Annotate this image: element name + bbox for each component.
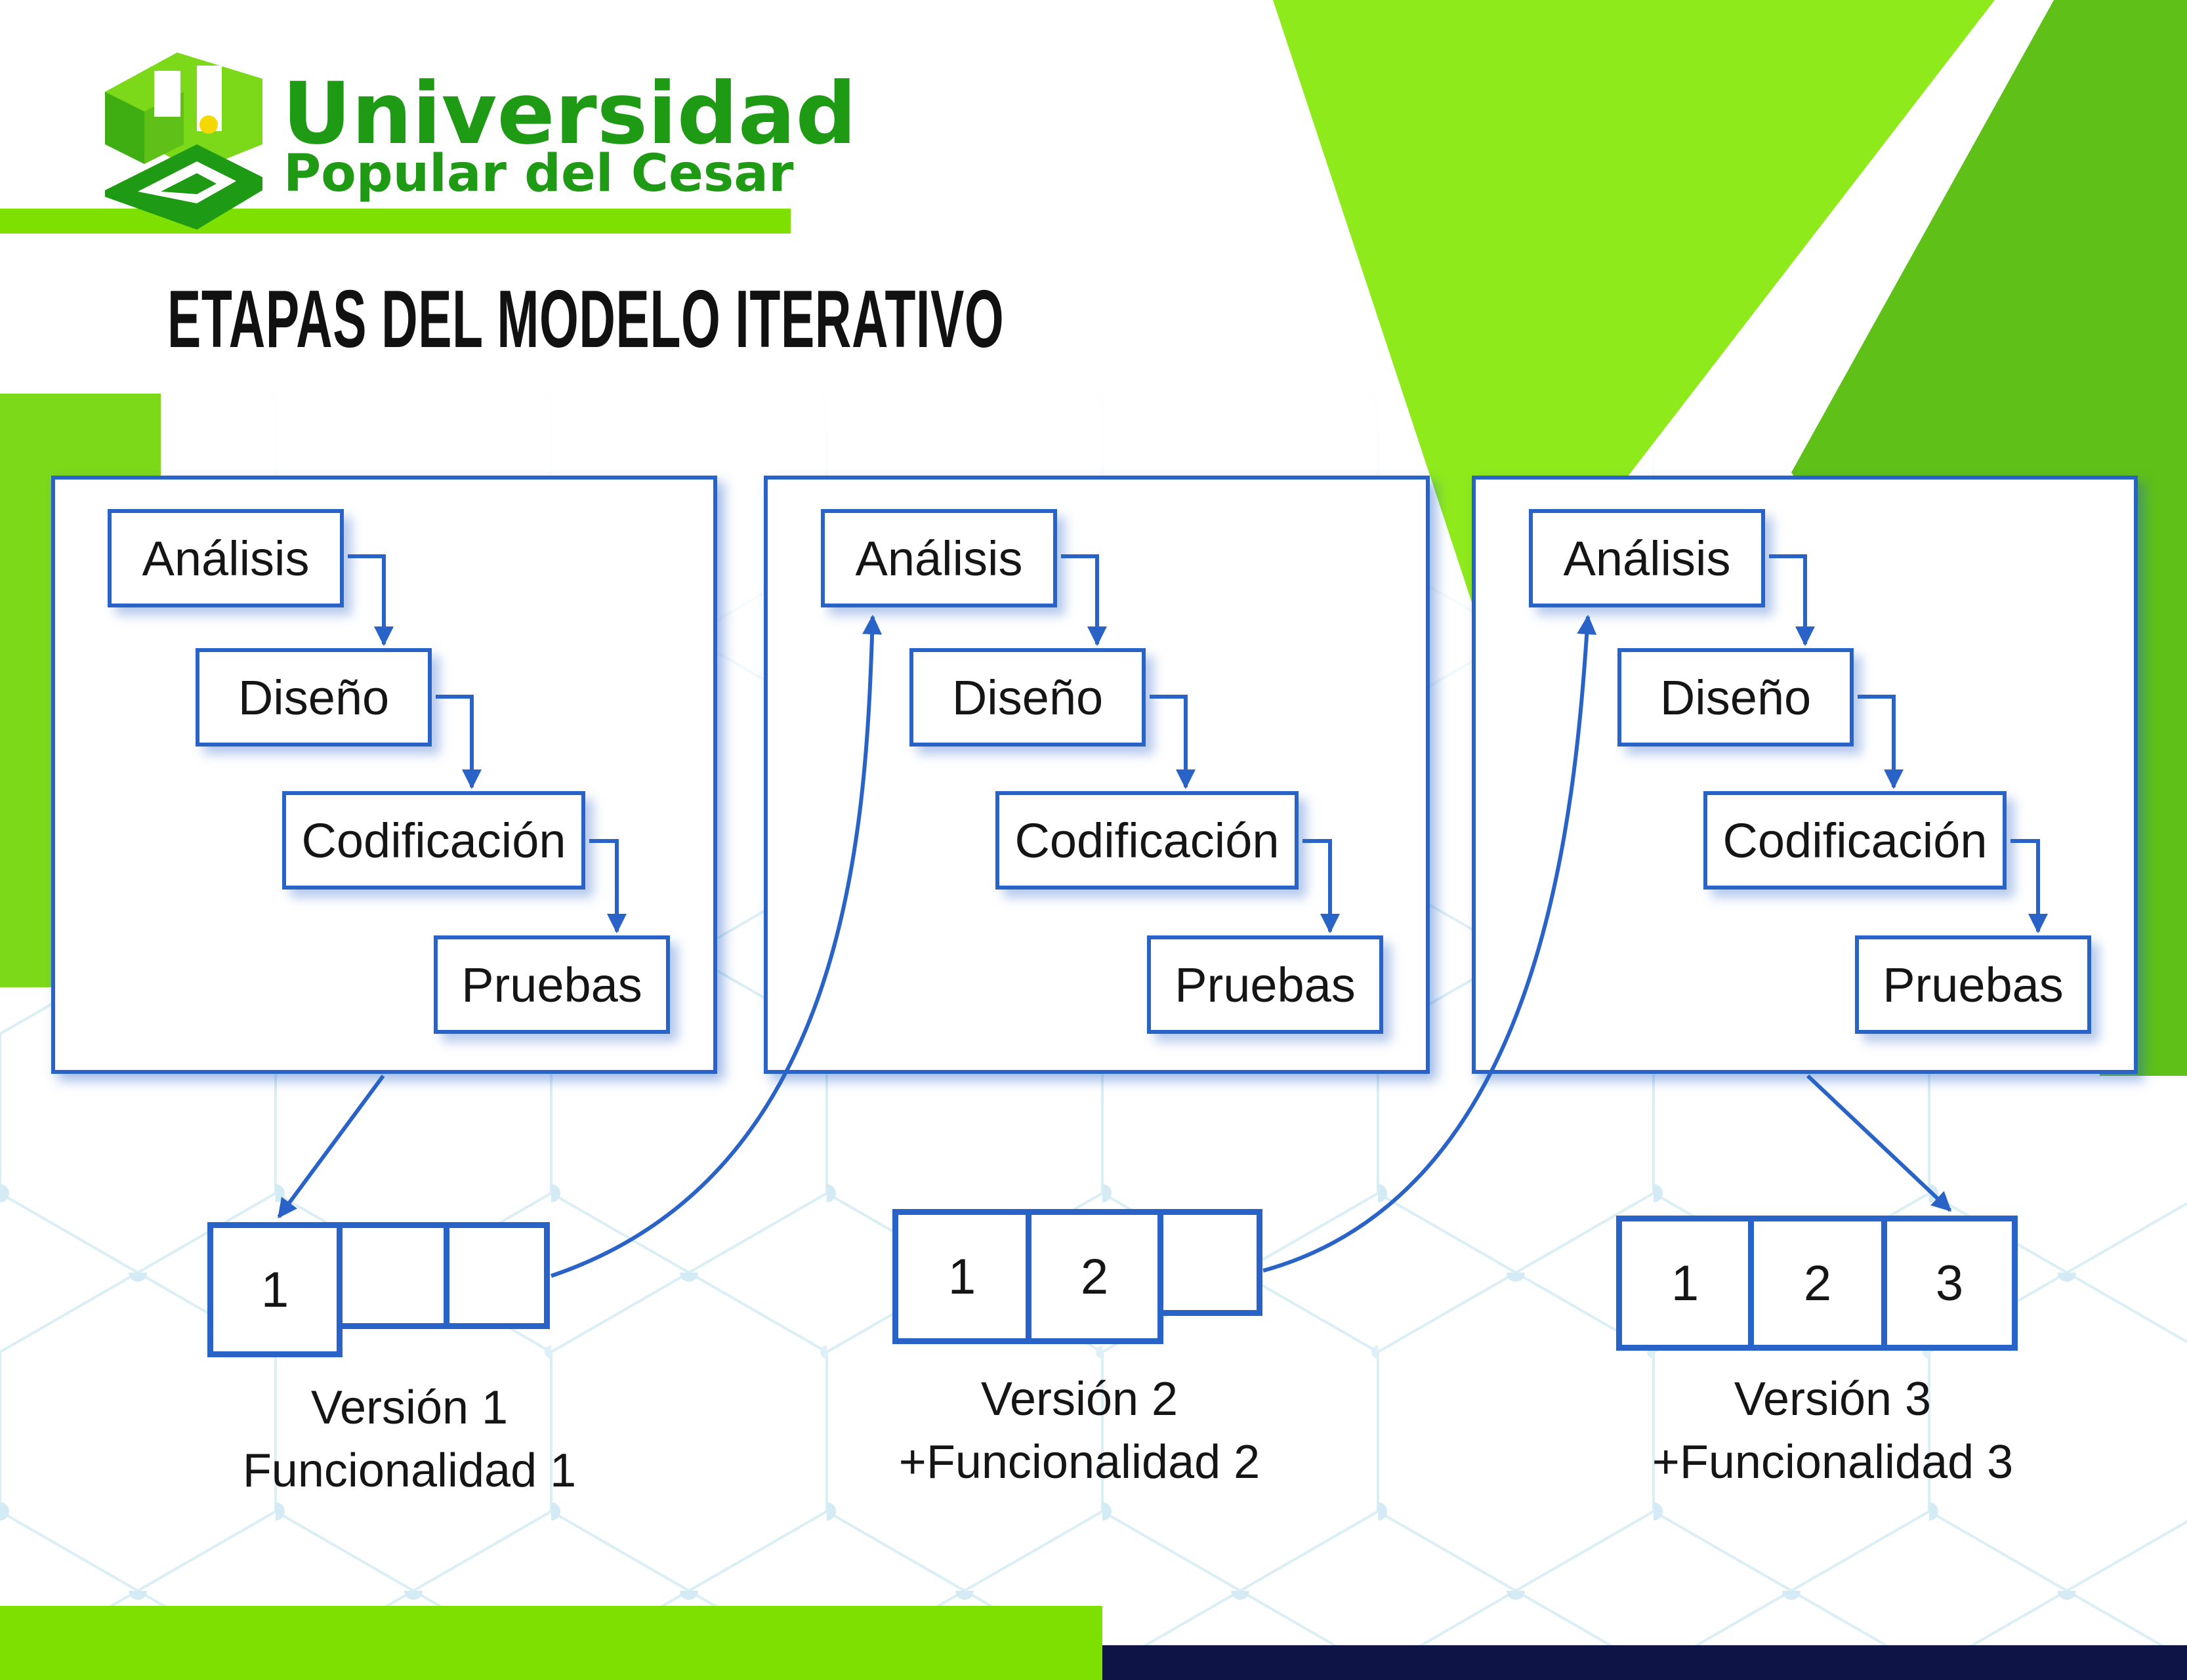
iteration-2-arrow-1	[1061, 554, 1107, 646]
bottom-navy-bar	[1102, 1645, 2187, 1680]
version-2-functionality: +Funcionalidad 2	[898, 1436, 1260, 1488]
version-2-cell-1: 1	[892, 1209, 1031, 1344]
version-1-to-iteration-2-curve	[551, 615, 883, 1278]
iteration-2-step-analisis: Análisis	[821, 509, 1057, 607]
iteration-1-step-codificacion: Codificación	[282, 791, 585, 890]
version-3-caption: Versión 3 +Funcionalidad 3	[1603, 1368, 2062, 1494]
version-1-label: Versión 1	[310, 1382, 509, 1434]
iteration-2-arrow-2	[1150, 695, 1196, 789]
iteration-3-to-version-3-arrow	[1806, 1074, 1952, 1212]
university-subtitle: Popular del Cesar	[283, 144, 794, 203]
iteration-1-to-version-1-arrow	[277, 1075, 385, 1219]
version-2-label: Versión 2	[980, 1373, 1178, 1425]
iteration-3-arrow-3	[2010, 839, 2048, 933]
version-3-functionality: +Funcionalidad 3	[1652, 1436, 2014, 1488]
version-3-label: Versión 3	[1734, 1373, 1932, 1425]
university-name: Universidad	[282, 64, 857, 163]
version-2-caption: Versión 2 +Funcionalidad 2	[850, 1368, 1309, 1494]
version-3-cell-3: 3	[1881, 1216, 2018, 1351]
page-title: ETAPAS DEL MODELO ITERATIVO	[167, 274, 1005, 365]
iteration-3-step-analisis: Análisis	[1529, 509, 1765, 607]
version-1-cell-2	[337, 1222, 449, 1329]
iteration-1-arrow-1	[348, 554, 394, 646]
iteration-1-step-analisis: Análisis	[108, 509, 344, 607]
iteration-3-arrow-2	[1858, 695, 1904, 789]
version-2-to-iteration-3-curve	[1262, 615, 1597, 1273]
green-triangle-light	[1273, 0, 1995, 656]
iteration-1-step-pruebas: Pruebas	[434, 935, 670, 1034]
iteration-1-arrow-3	[589, 839, 627, 933]
university-logo-icon	[105, 52, 262, 230]
version-1-cell-3	[444, 1222, 550, 1329]
iteration-2-step-pruebas: Pruebas	[1147, 935, 1383, 1034]
iteration-1-arrow-2	[436, 695, 482, 789]
version-1-functionality: Funcionalidad 1	[242, 1444, 577, 1497]
iteration-1-step-diseno: Diseño	[196, 648, 432, 747]
iteration-2-arrow-3	[1302, 839, 1340, 933]
version-1-caption: Versión 1 Funcionalidad 1	[180, 1376, 639, 1502]
iteration-3-step-diseno: Diseño	[1617, 648, 1854, 747]
iteration-2-step-diseno: Diseño	[909, 648, 1146, 747]
logo-underline	[0, 209, 791, 234]
bottom-green-bar	[0, 1606, 1102, 1680]
iteration-2-step-codificacion: Codificación	[995, 791, 1299, 890]
iteration-3-step-pruebas: Pruebas	[1855, 935, 2091, 1034]
version-2-cell-3	[1157, 1209, 1262, 1316]
iteration-3-arrow-1	[1769, 554, 1815, 646]
iteration-3-step-codificacion: Codificación	[1703, 791, 2007, 890]
